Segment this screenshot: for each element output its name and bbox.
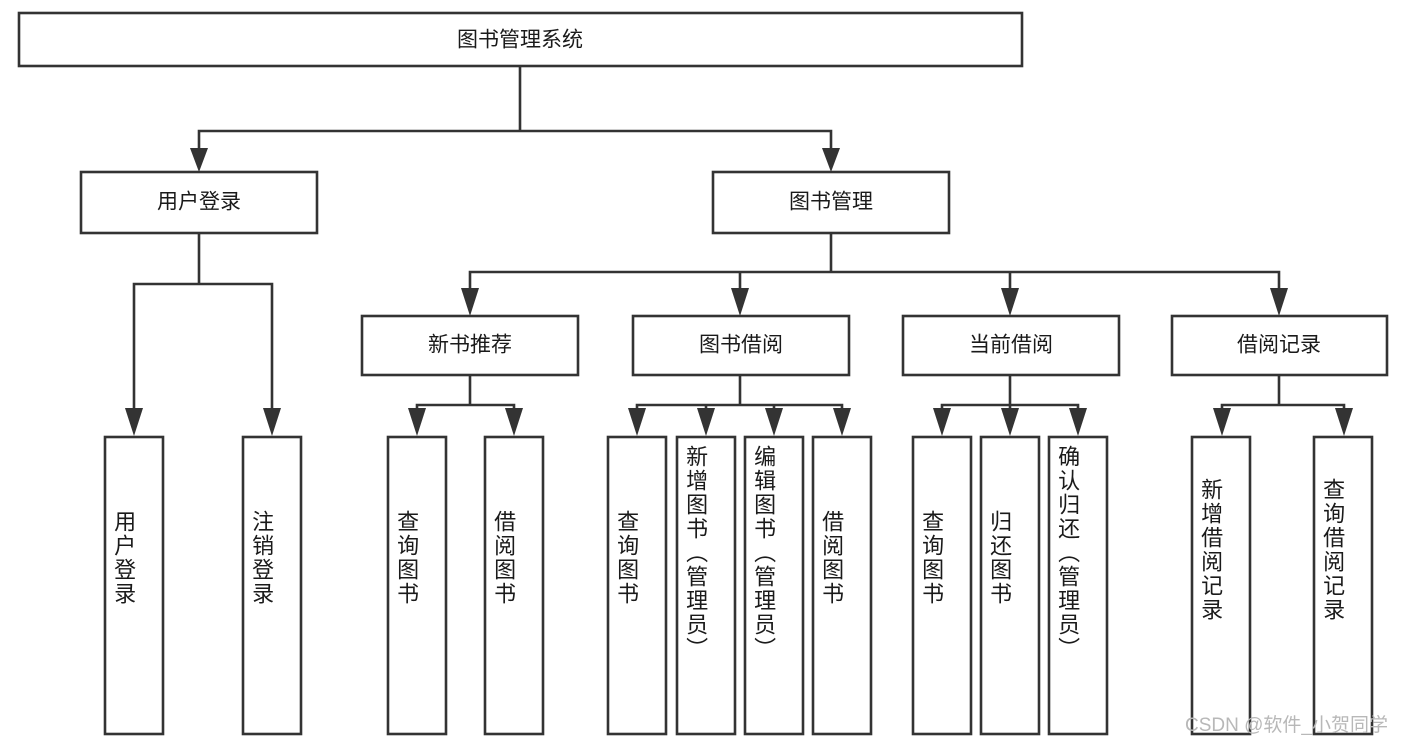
arrow-head-to-user-login (190, 148, 208, 172)
arrow-head-to-leaf-confirm-return (1069, 408, 1087, 436)
arrow-head-to-leaf-add-borrow-record (1213, 408, 1231, 436)
leaf-borrow-book-2-box[interactable] (811, 435, 873, 736)
csdn-watermark: CSDN @软件_小贺同学 (1185, 715, 1388, 736)
node-book-borrow-box[interactable] (631, 314, 851, 377)
arrow-head-to-leaf-edit-book (765, 408, 783, 436)
leaf-edit-book-box[interactable] (743, 435, 805, 736)
node-book-borrow[interactable]: 图书借阅 (631, 314, 851, 377)
arrow-head-to-leaf-user-login (125, 408, 143, 436)
connector-root-to-level2 (197, 64, 833, 162)
arrow-head-to-current-borrow (1001, 288, 1019, 316)
connector-layer (125, 64, 1353, 436)
node-book-management-box[interactable] (711, 170, 951, 235)
arrow-head-to-leaf-query-borrow-record (1335, 408, 1353, 436)
arrow-head-to-leaf-borrow-book-1 (505, 408, 523, 436)
node-new-book-recommend[interactable]: 新书推荐 (360, 314, 580, 377)
leaf-user-login-box[interactable] (103, 435, 165, 736)
node-borrow-record[interactable]: 借阅记录 (1170, 314, 1389, 377)
leaf-query-borrow-record-box[interactable] (1312, 435, 1374, 736)
arrow-head-to-book-management (822, 148, 840, 172)
arrow-head-to-leaf-return-book (1001, 408, 1019, 436)
node-current-borrow-label: 当前借阅 (969, 334, 1053, 357)
node-new-book-recommend-label: 新书推荐 (428, 334, 512, 357)
leaf-query-book-3-box[interactable] (911, 435, 973, 736)
arrow-head-to-leaf-query-book-3 (933, 408, 951, 436)
connector-user-login-to-leaves (132, 231, 274, 414)
arrow-head-to-leaf-add-book (697, 408, 715, 436)
node-current-borrow-box[interactable] (901, 314, 1121, 377)
node-borrow-record-label: 借阅记录 (1237, 334, 1321, 357)
leaf-borrow-book-1-box[interactable] (483, 435, 545, 736)
arrow-head-to-borrow-record (1270, 288, 1288, 316)
leaf-logout-login-box[interactable] (241, 435, 303, 736)
arrow-head-to-new-book-recommend (461, 288, 479, 316)
connector-book-management-to-level3 (468, 231, 1281, 292)
node-book-borrow-label: 图书借阅 (699, 334, 783, 357)
connector-new-book-recommend-to-leaves (415, 373, 516, 414)
node-user-login[interactable]: 用户登录 (79, 170, 319, 235)
arrow-head-to-leaf-query-book-1 (408, 408, 426, 436)
leaf-confirm-return-box[interactable] (1047, 435, 1109, 736)
connector-book-borrow-to-leaves (635, 373, 844, 414)
node-borrow-record-box[interactable] (1170, 314, 1389, 377)
node-root[interactable]: 图书管理系统 (17, 11, 1024, 68)
node-book-management-label: 图书管理 (789, 191, 873, 214)
node-root-label: 图书管理系统 (457, 29, 583, 52)
arrow-head-to-book-borrow (731, 288, 749, 316)
node-user-login-label: 用户登录 (157, 191, 241, 214)
node-new-book-recommend-box[interactable] (360, 314, 580, 377)
node-book-management[interactable]: 图书管理 (711, 170, 951, 235)
arrow-head-to-leaf-query-book-2 (628, 408, 646, 436)
leaf-query-book-2-box[interactable] (606, 435, 668, 736)
connector-borrow-record-to-leaves (1220, 373, 1346, 414)
connector-current-borrow-to-leaves (940, 373, 1080, 414)
arrow-head-to-leaf-logout-login (263, 408, 281, 436)
leaf-add-book-box[interactable] (675, 435, 737, 736)
leaf-add-borrow-record-box[interactable] (1190, 435, 1252, 736)
node-current-borrow[interactable]: 当前借阅 (901, 314, 1121, 377)
leaf-query-book-1-box[interactable] (386, 435, 448, 736)
node-root-box[interactable] (17, 11, 1024, 68)
leaf-return-book-box[interactable] (979, 435, 1041, 736)
node-user-login-box[interactable] (79, 170, 319, 235)
arrow-head-to-leaf-borrow-book-2 (833, 408, 851, 436)
